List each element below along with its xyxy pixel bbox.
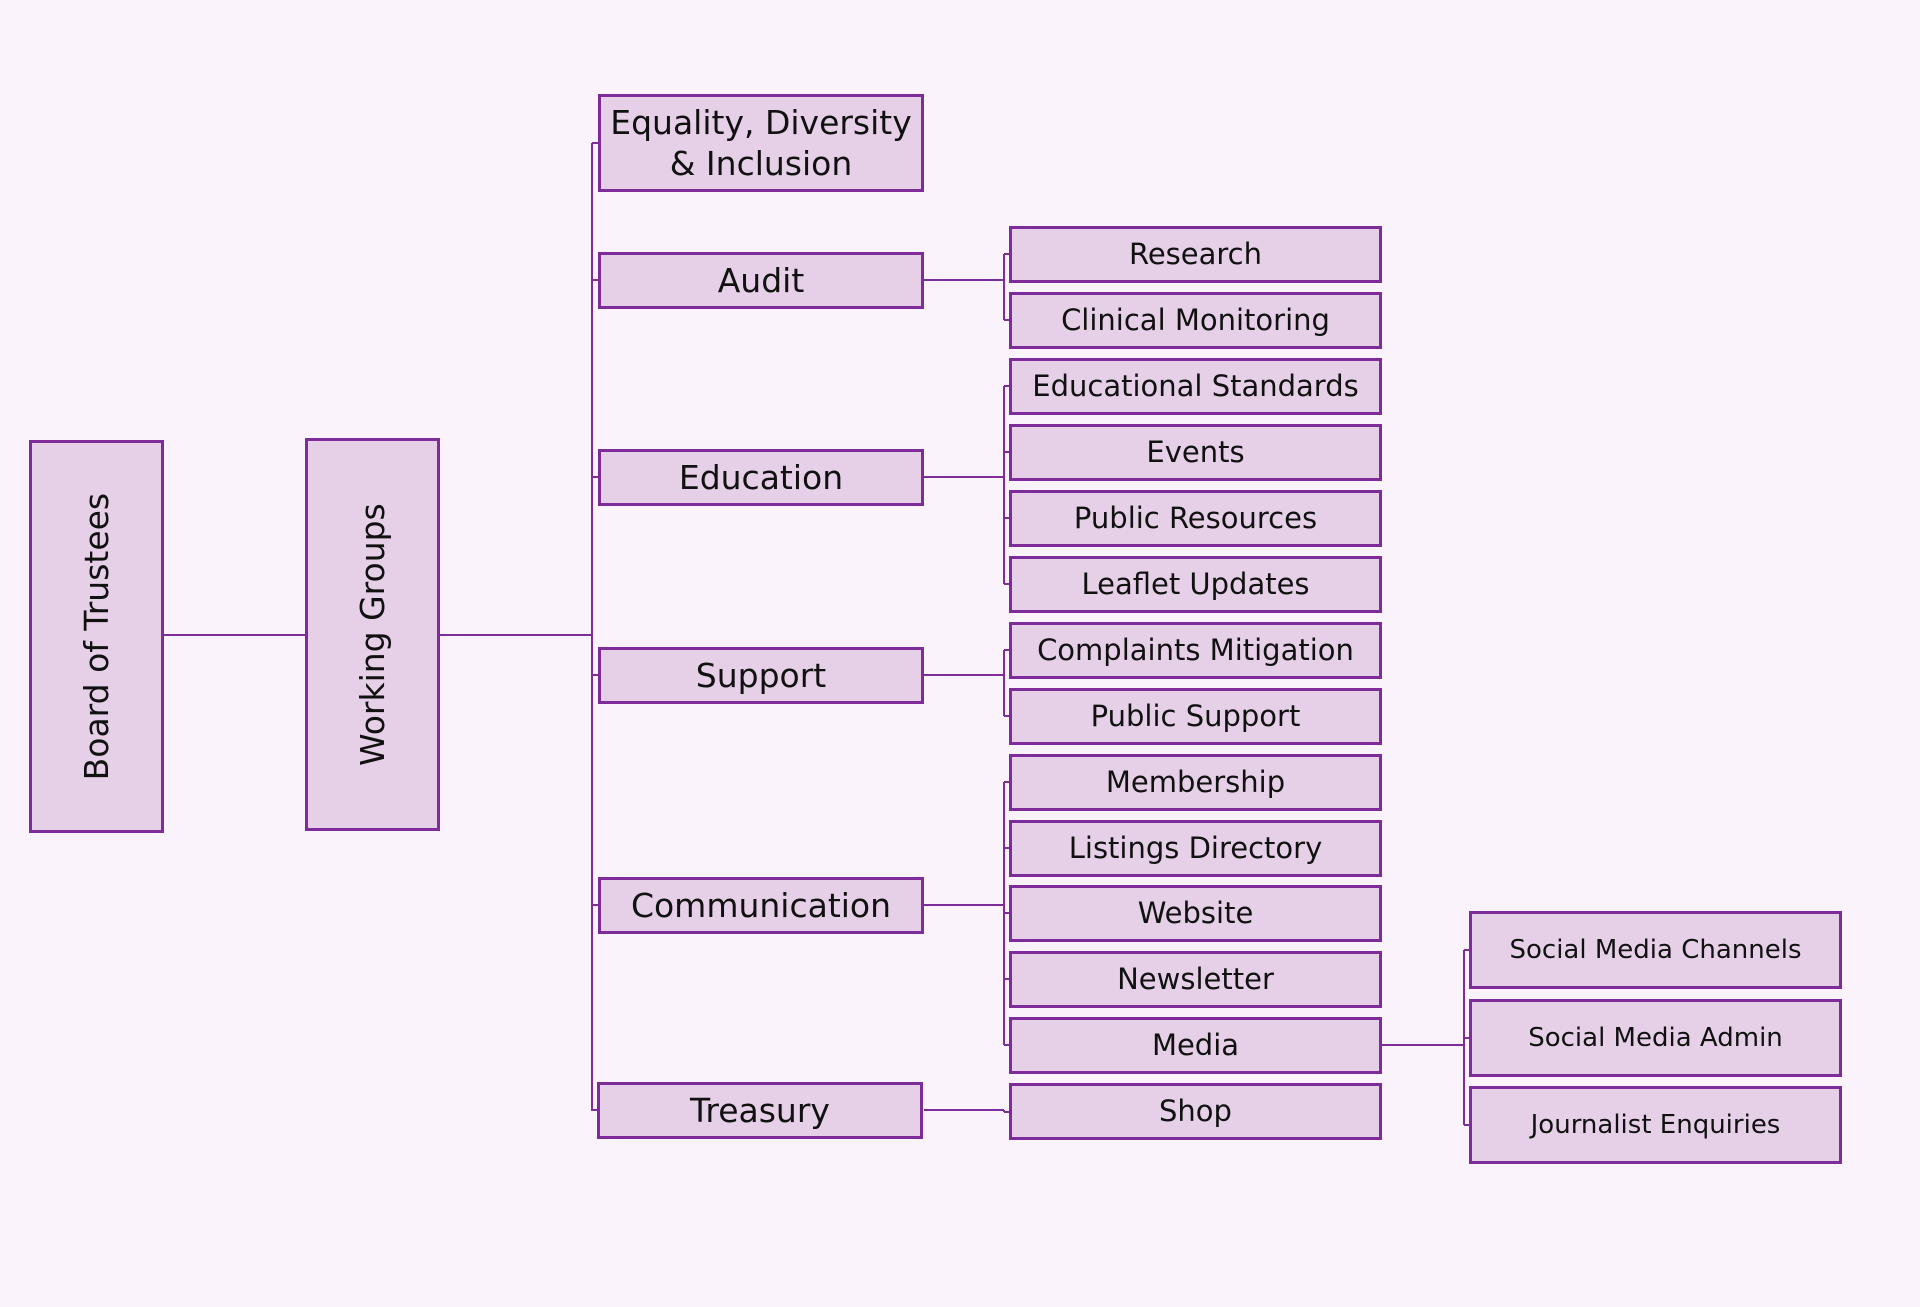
node-support: Support <box>598 647 924 704</box>
node-label: Public Resources <box>1073 501 1318 536</box>
node-complaints-mitigation: Complaints Mitigation <box>1009 622 1382 679</box>
node-label: Working Groups <box>352 503 392 766</box>
node-label: Newsletter <box>1117 962 1274 997</box>
node-board-of-trustees: Board of Trustees <box>29 440 164 833</box>
node-edi: Equality, Diversity & Inclusion <box>598 94 924 192</box>
node-newsletter: Newsletter <box>1009 951 1382 1008</box>
node-shop: Shop <box>1009 1083 1382 1140</box>
node-label: Board of Trustees <box>76 492 116 781</box>
node-label: Social Media Admin <box>1528 1022 1783 1053</box>
node-label: Social Media Channels <box>1509 934 1802 965</box>
node-public-resources: Public Resources <box>1009 490 1382 547</box>
node-journalist-enquiries: Journalist Enquiries <box>1469 1086 1842 1164</box>
node-label: Membership <box>1105 765 1286 800</box>
node-membership: Membership <box>1009 754 1382 811</box>
node-communication: Communication <box>598 877 924 934</box>
node-clinical-monitoring: Clinical Monitoring <box>1009 292 1382 349</box>
node-treasury: Treasury <box>597 1082 923 1139</box>
node-education: Education <box>598 449 924 506</box>
node-label: Shop <box>1159 1094 1232 1129</box>
node-audit: Audit <box>598 252 924 309</box>
node-social-media-channels: Social Media Channels <box>1469 911 1842 989</box>
node-label: Public Support <box>1090 699 1301 734</box>
node-research: Research <box>1009 226 1382 283</box>
node-label: Education <box>678 457 844 497</box>
node-label: Events <box>1146 435 1245 470</box>
node-label: Leaflet Updates <box>1081 567 1310 602</box>
node-leaflet-updates: Leaflet Updates <box>1009 556 1382 613</box>
node-label: Equality, Diversity & Inclusion <box>610 102 912 183</box>
node-events: Events <box>1009 424 1382 481</box>
node-website: Website <box>1009 885 1382 942</box>
node-social-media-admin: Social Media Admin <box>1469 999 1842 1077</box>
node-label: Listings Directory <box>1068 831 1323 866</box>
node-label: Complaints Mitigation <box>1037 633 1354 668</box>
node-label: Audit <box>717 260 805 300</box>
node-media: Media <box>1009 1017 1382 1074</box>
node-label: Communication <box>630 885 892 925</box>
node-label: Research <box>1128 237 1263 272</box>
node-working-groups: Working Groups <box>305 438 440 831</box>
node-label: Educational Standards <box>1032 369 1359 404</box>
node-public-support: Public Support <box>1009 688 1382 745</box>
node-label: Treasury <box>690 1090 830 1130</box>
node-educational-standards: Educational Standards <box>1009 358 1382 415</box>
node-label: Website <box>1137 896 1254 931</box>
node-label: Clinical Monitoring <box>1061 303 1330 338</box>
node-label: Media <box>1151 1028 1240 1063</box>
node-label: Journalist Enquiries <box>1530 1109 1781 1140</box>
node-listings-directory: Listings Directory <box>1009 820 1382 877</box>
node-label: Support <box>695 655 827 695</box>
